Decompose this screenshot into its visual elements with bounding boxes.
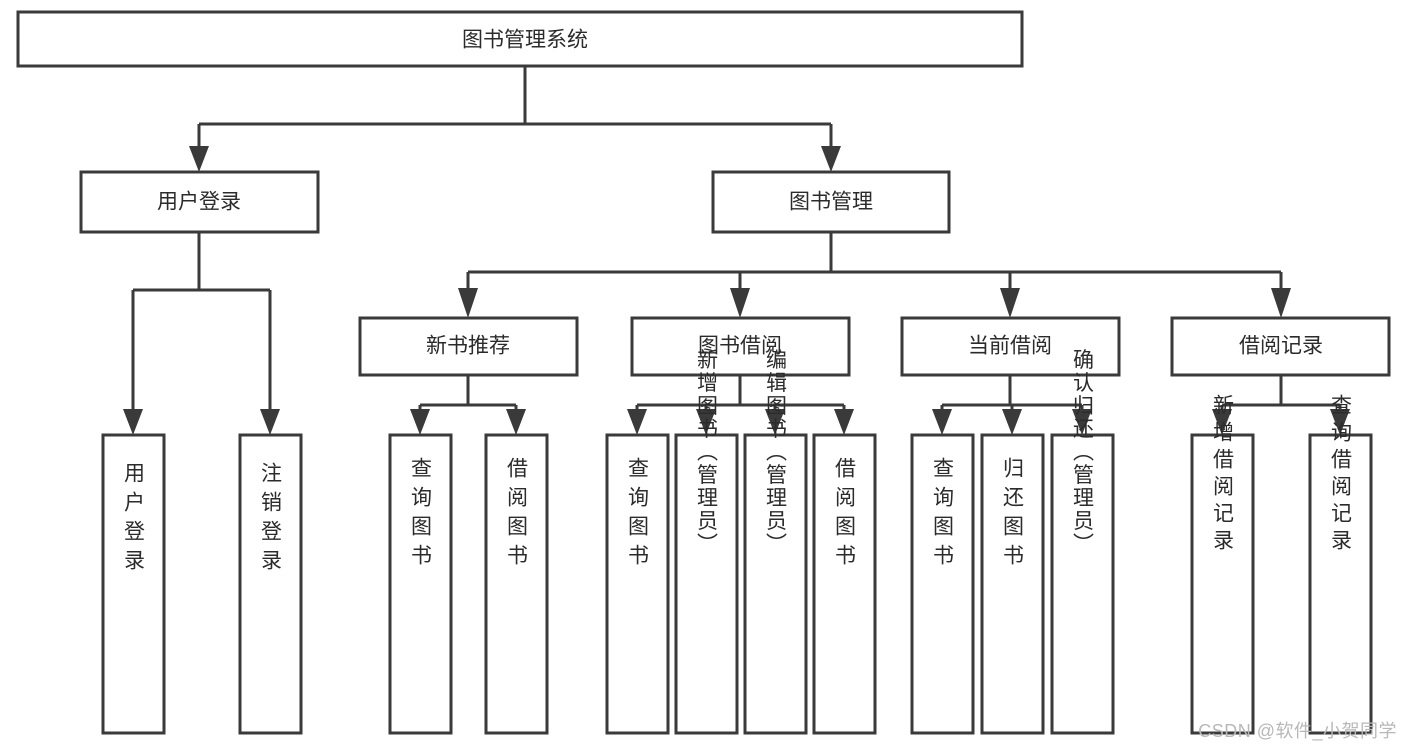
node-borrow-box[interactable] (630, 316, 851, 377)
arrowhead-to-leaf13 (1330, 409, 1350, 435)
node-leaf11-box[interactable] (1050, 433, 1115, 735)
arrowhead-to-leaf8 (834, 409, 854, 435)
node-leaf12-label: 新增借阅记录 (1211, 394, 1235, 556)
edge-root-to-bus (197, 66, 833, 150)
node-leaf3-box[interactable] (388, 433, 453, 735)
node-leaf12-box[interactable] (1190, 433, 1255, 735)
node-leaf6-box[interactable] (674, 433, 739, 735)
edge-login-to-bus (131, 232, 272, 413)
connector-layer (123, 66, 1350, 435)
node-root-box[interactable] (16, 10, 1024, 68)
arrowhead-to-leaf6 (696, 409, 716, 435)
node-leaf8-box[interactable] (812, 433, 877, 735)
node-leaf6[interactable]: 新增图书（管理员） (674, 349, 739, 735)
node-leaf12[interactable]: 新增借阅记录 (1190, 394, 1255, 735)
node-leaf11-label: 确认归还（管理员） (1071, 349, 1095, 556)
arrowhead-to-records (1271, 288, 1291, 318)
node-bookmgmt-box[interactable] (711, 170, 951, 234)
node-leaf3[interactable]: 查询图书 (388, 433, 453, 735)
node-current-label: 当前借阅 (968, 335, 1052, 358)
arrowhead-to-bookmgmt (821, 146, 841, 172)
node-leaf10-box[interactable] (980, 433, 1045, 735)
arrowhead-to-current (1000, 288, 1020, 318)
node-leaf13-label: 查询借阅记录 (1329, 394, 1353, 556)
node-leaf7-label: 编辑图书（管理员） (764, 349, 788, 556)
edge-records-to-bus (1220, 375, 1342, 413)
node-records[interactable]: 借阅记录 (1170, 316, 1391, 377)
edge-bookmgmt-to-bus (466, 232, 1283, 290)
node-leaf7[interactable]: 编辑图书（管理员） (743, 349, 808, 735)
csdn-watermark: CSDN @软件_小贺同学 (1198, 721, 1397, 741)
node-borrow[interactable]: 图书借阅 (630, 316, 851, 377)
node-leaf10-label: 归还图书 (1001, 457, 1025, 573)
node-leaf10[interactable]: 归还图书 (980, 433, 1045, 735)
arrowhead-to-newbook (458, 288, 478, 318)
node-newbook-box[interactable] (358, 316, 579, 377)
node-leaf1-box[interactable] (101, 433, 166, 735)
node-bookmgmt-label: 图书管理 (789, 191, 873, 214)
node-leaf8[interactable]: 借阅图书 (812, 433, 877, 735)
arrowhead-to-login (189, 146, 209, 172)
arrowhead-to-leaf7 (765, 409, 785, 435)
node-leaf6-label: 新增图书（管理员） (695, 349, 719, 556)
arrowhead-to-leaf11 (1072, 409, 1092, 435)
node-leaf4-label: 借阅图书 (505, 457, 529, 573)
node-leaf7-box[interactable] (743, 433, 808, 735)
arrowhead-to-borrow (730, 288, 750, 318)
node-records-label: 借阅记录 (1239, 335, 1323, 358)
node-leaf1[interactable]: 用户登录 (101, 433, 166, 735)
node-borrow-label: 图书借阅 (698, 335, 782, 358)
node-leaf3-label: 查询图书 (409, 457, 433, 573)
node-leaf4[interactable]: 借阅图书 (484, 433, 549, 735)
node-root-label: 图书管理系统 (462, 29, 588, 52)
node-leaf11[interactable]: 确认归还（管理员） (1050, 349, 1115, 735)
node-leaf13-box[interactable] (1308, 433, 1373, 735)
node-leaf9-box[interactable] (910, 433, 975, 735)
node-leaf2[interactable]: 注销登录 (238, 433, 303, 735)
edge-borrow-to-bus (635, 375, 846, 413)
node-leaf1-label: 用户登录 (122, 462, 146, 578)
node-leaf4-box[interactable] (484, 433, 549, 735)
node-newbook[interactable]: 新书推荐 (358, 316, 579, 377)
arrowhead-to-leaf10 (1002, 409, 1022, 435)
node-login-box[interactable] (79, 170, 320, 234)
node-leaf5-box[interactable] (605, 433, 670, 735)
node-leaf9-label: 查询图书 (931, 457, 955, 573)
node-current[interactable]: 当前借阅 (900, 316, 1121, 377)
arrowhead-to-leaf5 (627, 409, 647, 435)
arrowhead-to-leaf4 (506, 409, 526, 435)
node-login[interactable]: 用户登录 (79, 170, 320, 234)
node-leaf2-label: 注销登录 (259, 462, 283, 578)
node-leaf2-box[interactable] (238, 433, 303, 735)
node-root[interactable]: 图书管理系统 (16, 10, 1024, 68)
node-bookmgmt[interactable]: 图书管理 (711, 170, 951, 234)
edge-current-to-bus (940, 375, 1084, 413)
node-current-box[interactable] (900, 316, 1121, 377)
arrowhead-to-leaf9 (932, 409, 952, 435)
node-leaf9[interactable]: 查询图书 (910, 433, 975, 735)
node-leaf5-label: 查询图书 (626, 457, 650, 573)
node-leaf13[interactable]: 查询借阅记录 (1308, 394, 1373, 735)
node-leaf5[interactable]: 查询图书 (605, 433, 670, 735)
node-leaf8-label: 借阅图书 (833, 457, 857, 573)
node-records-box[interactable] (1170, 316, 1391, 377)
arrowhead-to-leaf2 (260, 409, 280, 435)
edge-newbook-to-bus (418, 375, 518, 413)
node-newbook-label: 新书推荐 (426, 335, 510, 358)
node-login-label: 用户登录 (157, 191, 241, 214)
arrowhead-to-leaf12 (1212, 409, 1232, 435)
arrowhead-to-leaf3 (410, 409, 430, 435)
arrowhead-to-leaf1 (123, 409, 143, 435)
